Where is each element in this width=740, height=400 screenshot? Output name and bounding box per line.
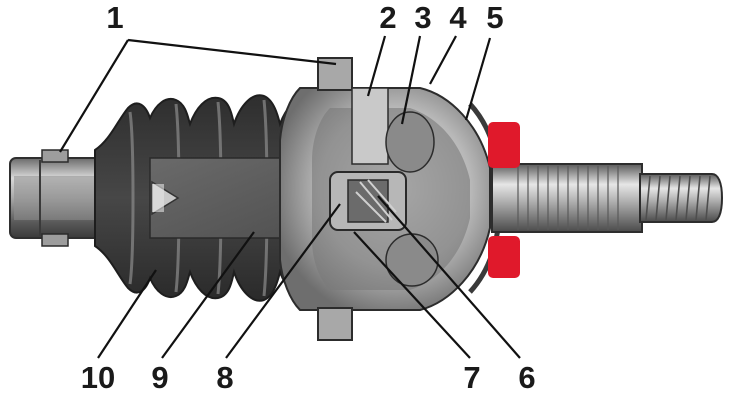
leader-1a (59, 39, 129, 153)
splined-stub-shaft (491, 163, 724, 233)
callout-10: 10 (81, 360, 115, 395)
callout-8: 8 (216, 360, 233, 395)
callout-2: 2 (379, 0, 396, 35)
inner-race (329, 171, 407, 231)
leader-7 (353, 231, 471, 359)
leader-5 (464, 37, 492, 121)
leader-6 (377, 195, 521, 359)
boot-clamp-left (41, 149, 69, 247)
callout-9: 9 (151, 360, 168, 395)
callout-7: 7 (463, 360, 480, 395)
leader-3 (400, 35, 422, 125)
leader-8 (225, 203, 341, 359)
callout-5: 5 (486, 0, 503, 35)
leader-2 (366, 35, 387, 97)
leader-1b (127, 38, 337, 66)
leader-lines (59, 35, 521, 359)
callout-1: 1 (106, 0, 123, 35)
highlight-marker-top (488, 122, 520, 168)
callout-4: 4 (449, 0, 467, 35)
callout-labels: 1 2 3 4 5 6 7 8 9 10 (81, 0, 536, 395)
leader-9 (161, 231, 255, 359)
leader-4 (429, 35, 457, 85)
highlight-marker-bottom (488, 236, 520, 278)
separator-cage (351, 87, 439, 287)
leader-10 (97, 269, 157, 359)
callout-6: 6 (518, 360, 535, 395)
callout-3: 3 (414, 0, 431, 35)
